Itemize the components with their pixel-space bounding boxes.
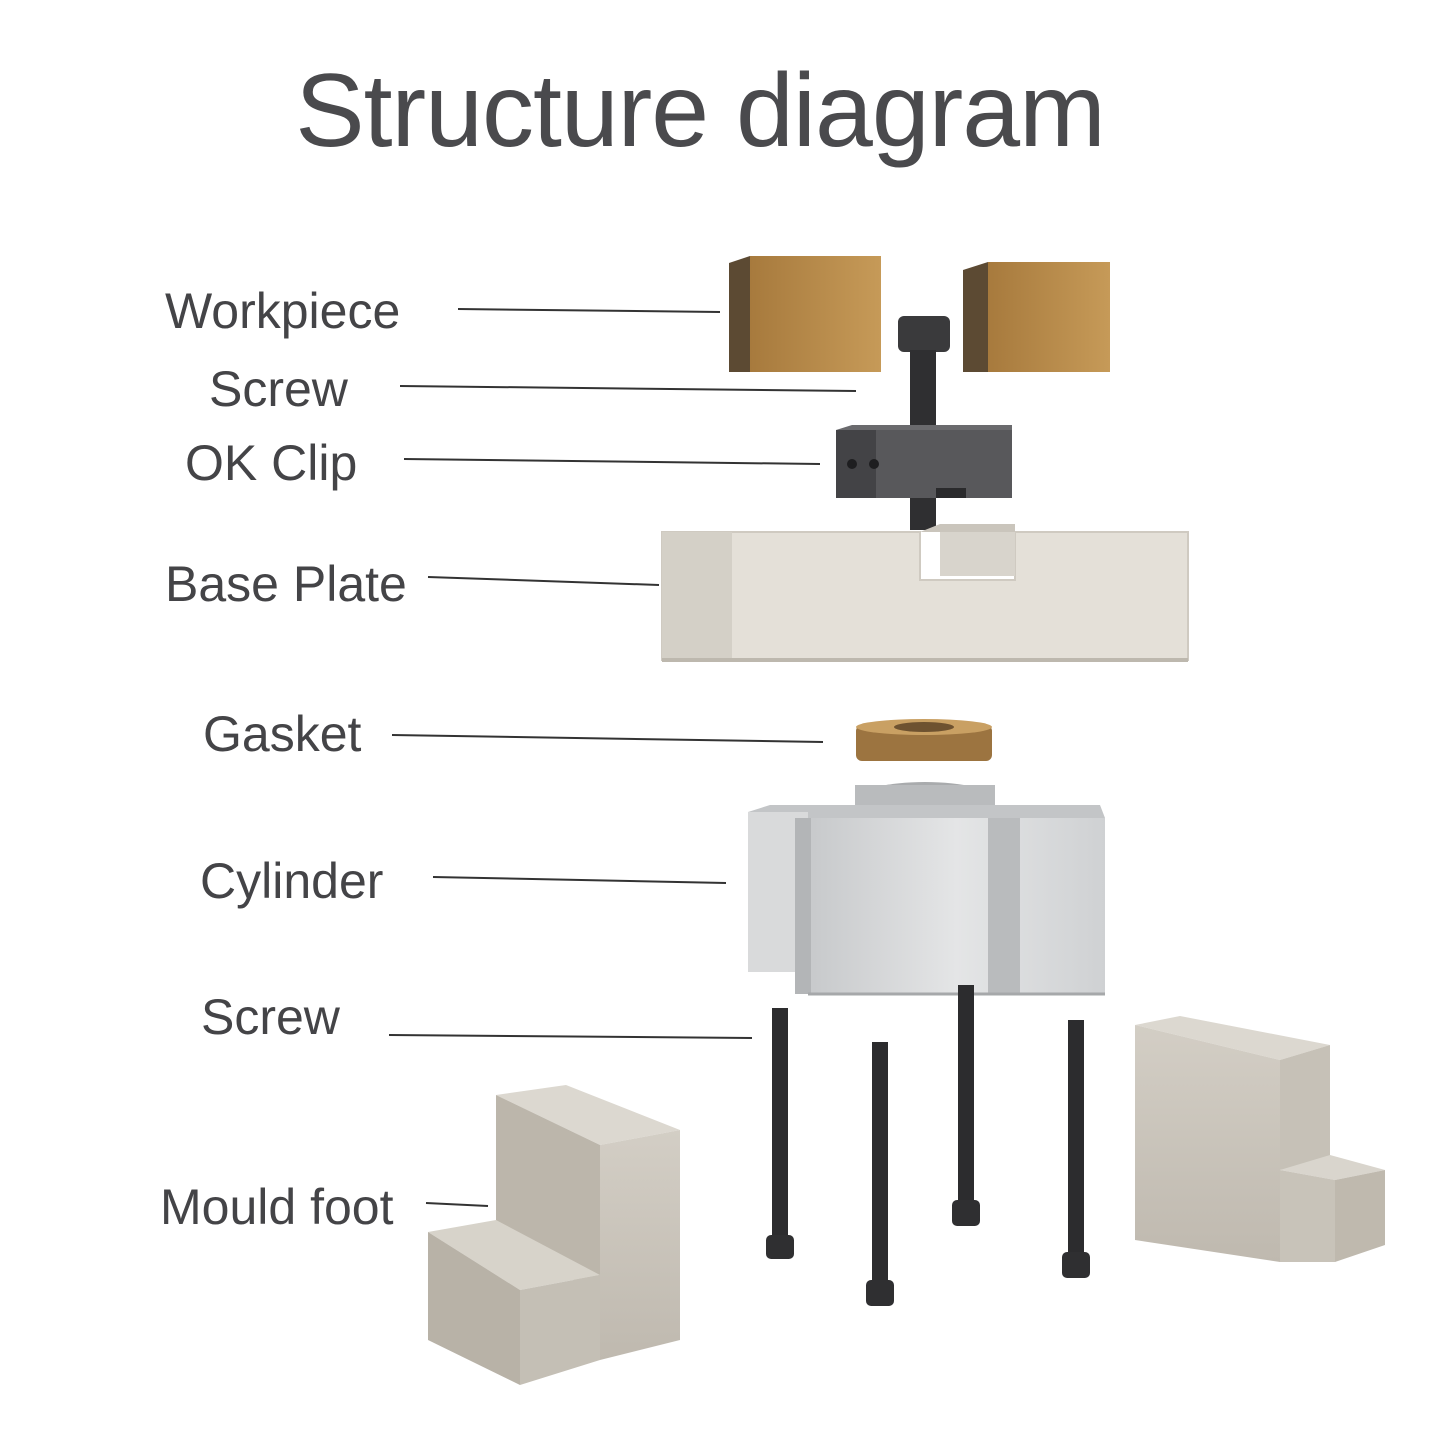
label-base-plate: Base Plate: [165, 556, 407, 612]
gasket: [856, 719, 992, 761]
leader-gasket: [391, 734, 824, 743]
mould-foot-right: [1135, 1016, 1385, 1262]
leader-screw-bottom: [388, 1034, 753, 1039]
ok-clip: [836, 425, 1012, 498]
base-plate: [661, 524, 1189, 662]
leader-ok-clip: [403, 458, 821, 465]
label-screw-top: Screw: [209, 361, 348, 417]
label-ok-clip: OK Clip: [185, 435, 358, 491]
mould-foot-left: [428, 1085, 680, 1385]
leader-workpiece: [457, 308, 721, 313]
leader-lines: [388, 308, 857, 1207]
leader-mould-foot: [425, 1202, 489, 1207]
workpiece-right: [963, 262, 1110, 372]
page-title: Structure diagram: [295, 53, 1106, 169]
screw-bottom-1: [766, 1008, 794, 1259]
label-workpiece: Workpiece: [165, 283, 401, 339]
screw-bottom-4: [1062, 1020, 1090, 1278]
leader-base-plate: [427, 576, 660, 586]
leader-cylinder: [432, 876, 727, 884]
label-cylinder: Cylinder: [200, 853, 384, 909]
screw-bottom-3: [952, 985, 980, 1226]
leader-screw-top: [399, 385, 857, 392]
cylinder: [748, 782, 1105, 996]
label-mould-foot: Mould foot: [160, 1179, 394, 1235]
screw-bottom-2: [866, 1042, 894, 1306]
label-gasket: Gasket: [203, 706, 362, 762]
workpiece-left: [729, 256, 881, 372]
label-screw-bottom: Screw: [201, 989, 340, 1045]
